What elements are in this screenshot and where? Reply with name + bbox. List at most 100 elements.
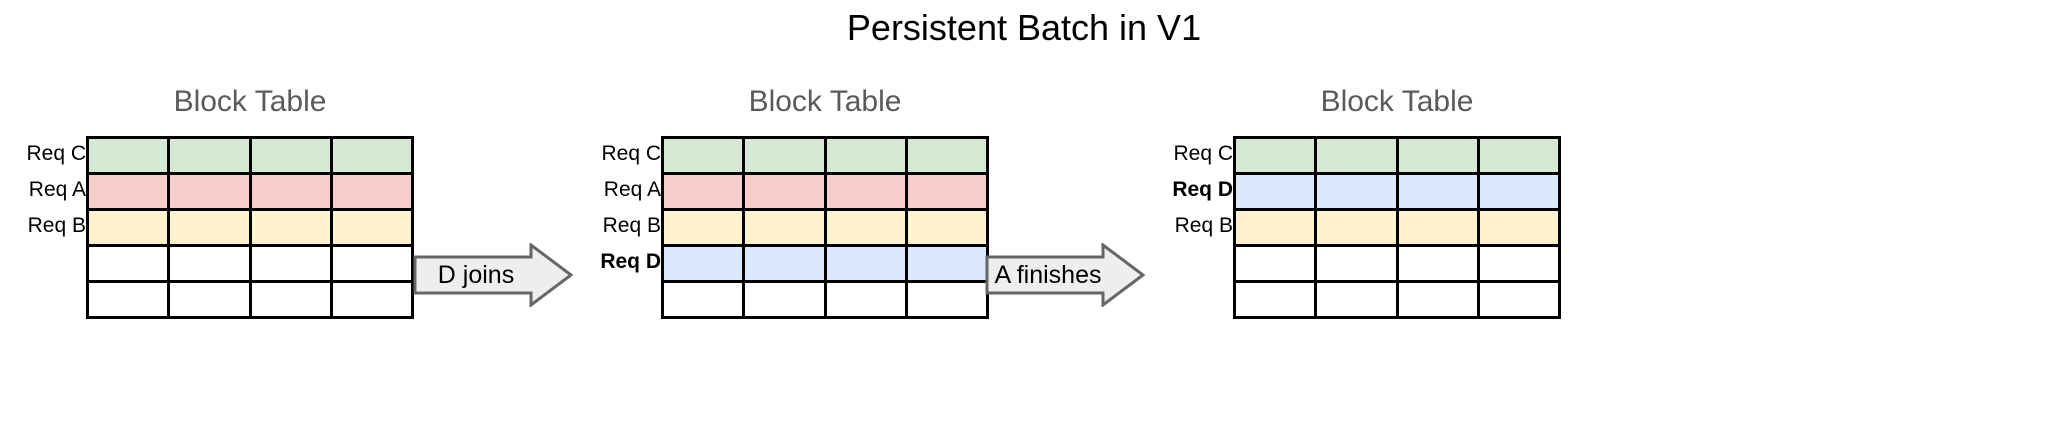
row-label: Req C [26,142,86,165]
right-arrow-icon [413,243,573,307]
block-cell [1398,283,1480,316]
row-cells [86,208,414,244]
block-cell [251,211,333,244]
table-row [1147,244,1567,280]
block-cell [1317,139,1399,172]
block-cell [332,283,414,316]
table-row [0,280,420,319]
block-cell [907,283,989,316]
table-row [575,280,995,319]
block-cell [907,139,989,172]
block-cell [907,175,989,208]
block-cell [1317,175,1399,208]
block-cell [1317,211,1399,244]
block-cell [1236,175,1318,208]
block-cell [89,175,171,208]
block-cell [1236,283,1318,316]
block-cell [826,283,908,316]
table-row: Req C [0,136,420,172]
block-cell [251,175,333,208]
block-cell [251,283,333,316]
row-cells [661,280,989,319]
row-label: Req D [600,250,661,273]
block-cell [1317,283,1399,316]
row-cells [86,172,414,208]
block-cell [826,175,908,208]
transition-arrow-d-joins: D joins [413,243,573,307]
block-cell [745,283,827,316]
row-label: Req C [601,142,661,165]
row-cells [86,244,414,280]
block-cell [170,247,252,280]
block-table-grid: Req C Req D Req B [1147,136,1567,319]
row-label: Req C [1173,142,1233,165]
panel-title: Block Table [748,85,902,118]
block-cell [1479,139,1561,172]
block-cell [1398,139,1480,172]
block-cell [1236,247,1318,280]
row-cells [1233,172,1561,208]
row-label: Req D [1172,178,1233,201]
block-cell [170,139,252,172]
block-cell [1398,175,1480,208]
block-cell [664,247,746,280]
block-cell [907,211,989,244]
block-cell [332,247,414,280]
block-cell [170,211,252,244]
block-cell [89,211,171,244]
block-cell [664,283,746,316]
table-row: Req B [575,208,995,244]
block-cell [826,247,908,280]
block-cell [1479,283,1561,316]
panel-title: Block Table [173,85,327,118]
block-cell [89,139,171,172]
block-cell [664,211,746,244]
row-label: Req B [27,214,86,237]
block-cell [1398,247,1480,280]
row-label: Req A [603,178,661,201]
row-label: Req A [28,178,86,201]
block-cell [1479,175,1561,208]
row-cells [1233,208,1561,244]
block-cell [664,139,746,172]
block-cell [170,283,252,316]
table-row [1147,280,1567,319]
row-label: Req B [1174,214,1233,237]
block-cell [745,247,827,280]
row-label: Req B [602,214,661,237]
block-cell [1398,211,1480,244]
row-cells [661,208,989,244]
block-cell [170,175,252,208]
table-row: Req B [0,208,420,244]
row-cells [1233,136,1561,172]
row-cells [86,136,414,172]
row-cells [86,280,414,319]
block-cell [745,139,827,172]
block-cell [745,211,827,244]
table-row: Req C [1147,136,1567,172]
table-row [0,244,420,280]
row-cells [1233,280,1561,319]
table-row: Req A [0,172,420,208]
panel-title: Block Table [1320,85,1474,118]
right-arrow-icon [985,243,1145,307]
table-row: Req D [575,244,995,280]
block-cell [1317,247,1399,280]
block-cell [332,139,414,172]
block-cell [826,139,908,172]
block-cell [251,247,333,280]
block-cell [745,175,827,208]
table-row: Req C [575,136,995,172]
table-row: Req A [575,172,995,208]
row-cells [661,244,989,280]
block-cell [251,139,333,172]
block-cell [1479,247,1561,280]
block-cell [332,175,414,208]
block-cell [664,175,746,208]
block-cell [1479,211,1561,244]
table-row: Req B [1147,208,1567,244]
table-row: Req D [1147,172,1567,208]
block-cell [1236,139,1318,172]
block-table-grid: Req C Req A Req B Req D [575,136,995,319]
transition-arrow-a-finishes: A finishes [985,243,1145,307]
